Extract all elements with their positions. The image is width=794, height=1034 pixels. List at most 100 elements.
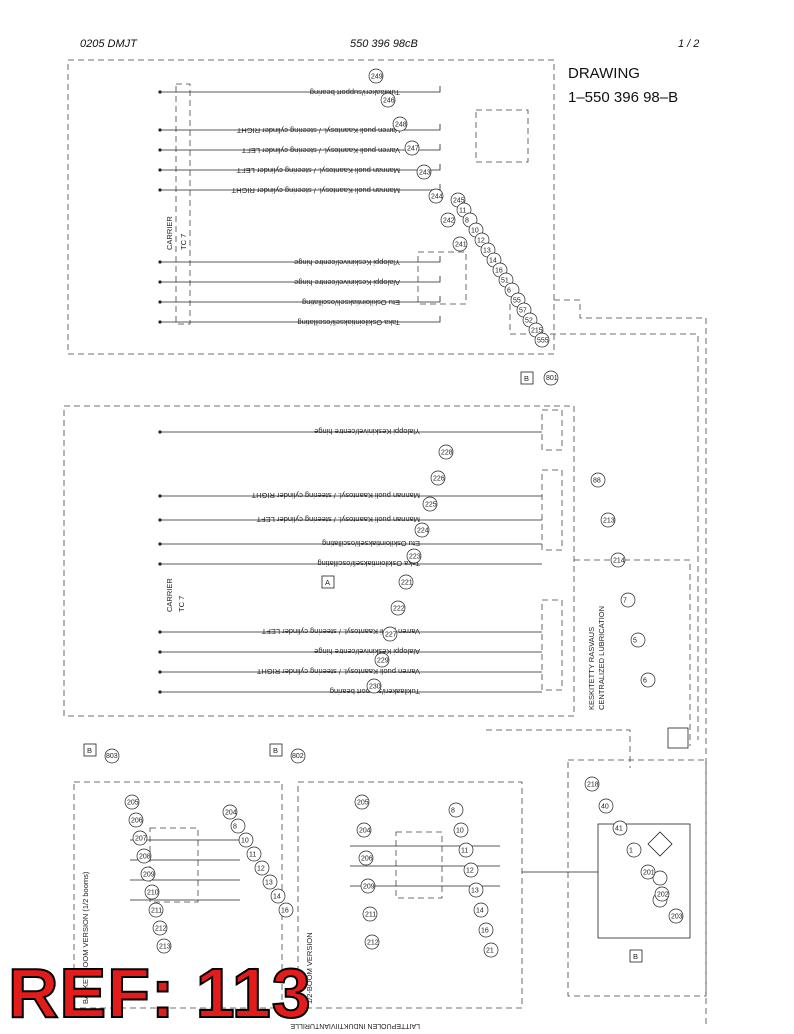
pump-callout-number: 201 [643,870,655,877]
top-callout-number: 244 [431,194,443,201]
bl-callout-number: 207 [135,836,147,843]
bl-callout-circle [262,874,278,890]
bm-callout-circle [478,922,494,938]
mid-line-endpoint [158,630,162,634]
filter-symbol [647,831,673,857]
top-callout-circle [380,92,396,108]
mid-line-label: Alaloppi Keskinivel/centre hinge [314,647,420,656]
bl-callout-number: 212 [155,926,167,933]
bm-callout-number: 13 [471,888,479,895]
bl-callout-circle [270,888,286,904]
bm-callout-circle [360,878,376,894]
mid-line-label: Taka Oskilointiakseli/oscillating [317,559,420,568]
pump-callout-circle [598,798,614,814]
top-callout-number: 215 [531,328,543,335]
header-center: 550 396 98cB [350,38,418,50]
top-callout-number: 245 [453,198,465,205]
header-right: 1 / 2 [678,38,700,50]
bl-callout-circle [230,818,246,834]
top-callout-circle [452,236,468,252]
bl-callout-number: 13 [265,880,273,887]
mid-line-label: Varren puoli Kaantosyl. / steering cylin… [256,667,420,676]
top-line-endpoint [158,300,162,304]
pump-callout-circle [640,864,656,880]
mid-callout-number: 5 [633,638,637,645]
top-line-label: Tukilaakeri/support bearing [310,88,400,97]
bl-section-box [83,743,97,757]
header-left: 0205 DMJT [80,38,137,50]
mid-callout-circle [620,592,636,608]
mid-line-endpoint [158,494,162,498]
mid-line-endpoint [158,690,162,694]
top-callout-circle [368,68,384,84]
top-callout-number: 555 [537,338,549,345]
top-callout-number: 51 [501,278,509,285]
top-callout-number: 6 [507,288,511,295]
bl-callout-number: 204 [225,810,237,817]
top-line-label: Ylaloppi Keskinivel/centre hinge [294,258,400,267]
mid-callout-circle [640,672,656,688]
mid-line-endpoint [158,518,162,522]
bl-callout-circle [136,848,152,864]
top-callout-number: 242 [443,218,455,225]
top-callout-number: 241 [455,242,467,249]
top-block-frame [67,59,555,355]
connector-line-2 [574,559,691,746]
top-lube-line [160,124,441,131]
bottom-mid-wires [350,845,500,887]
mid-section-letter: A [325,578,330,587]
top-callout-circle [428,188,444,204]
mid-callout-number: 221 [401,580,413,587]
pump-unit [597,823,691,939]
bl-callout-number: 16 [281,908,289,915]
top-callout-number: 246 [383,98,395,105]
mid-distributor-1 [541,409,563,451]
top-line-endpoint [158,148,162,152]
mid-callout-circle [414,522,430,538]
pump-callout-circle [654,886,670,902]
pump-callout-number: 202 [657,892,669,899]
mid-callout-number: 6 [643,678,647,685]
bm-callout-circle [473,902,489,918]
mid-line-endpoint [158,650,162,654]
top-line-label: Etu Oskilointiakseli/oscillating [302,298,400,307]
top-lube-line [160,296,441,303]
mid-callout-circle [630,632,646,648]
top-lube-line [160,256,441,263]
bm-callout-circle [463,862,479,878]
mid-callout-circle [600,512,616,528]
top-lube-line [160,86,441,93]
top-lube-line [160,184,441,191]
mid-line-label: Mannan puoli Kaantosyl. / steering cylin… [251,491,420,500]
bl-callout-circle [140,866,156,882]
bm-callout-number: 11 [461,848,468,855]
top-line-endpoint [158,168,162,172]
bl-callout-circle [128,812,144,828]
bl-callout-number: 206 [131,818,143,825]
top-callout-number: 14 [489,258,497,265]
mid-side-caption-1: KESKITETTY RASVAUS [587,627,596,710]
bl-callout-number: 209 [143,872,155,879]
mid-callout-number: 228 [441,450,453,457]
bl-callout-circle [238,832,254,848]
pump-callout-circle [626,842,642,858]
top-distributor-2 [417,251,467,305]
top-line-endpoint [158,320,162,324]
bm-callout-number: 21 [486,948,494,955]
top-line-endpoint [158,260,162,264]
top-line-endpoint [158,128,162,132]
drawing-label: DRAWING [568,65,640,82]
pump-callout-circle [668,908,684,924]
bl-callout-circle [144,884,160,900]
mid-callout-number: 7 [623,598,627,605]
bottom-mid-frame [297,781,523,1009]
mid-callout-number: 226 [433,476,445,483]
mid-line-endpoint [158,670,162,674]
mid-callout-circle [374,652,390,668]
bl-callout-circle [132,830,148,846]
bottom-mid-distributor [395,831,443,899]
top-carrier-label: CARRIER [165,216,174,250]
bl-callout-number: 210 [147,890,159,897]
mid-callout-circle [398,574,414,590]
